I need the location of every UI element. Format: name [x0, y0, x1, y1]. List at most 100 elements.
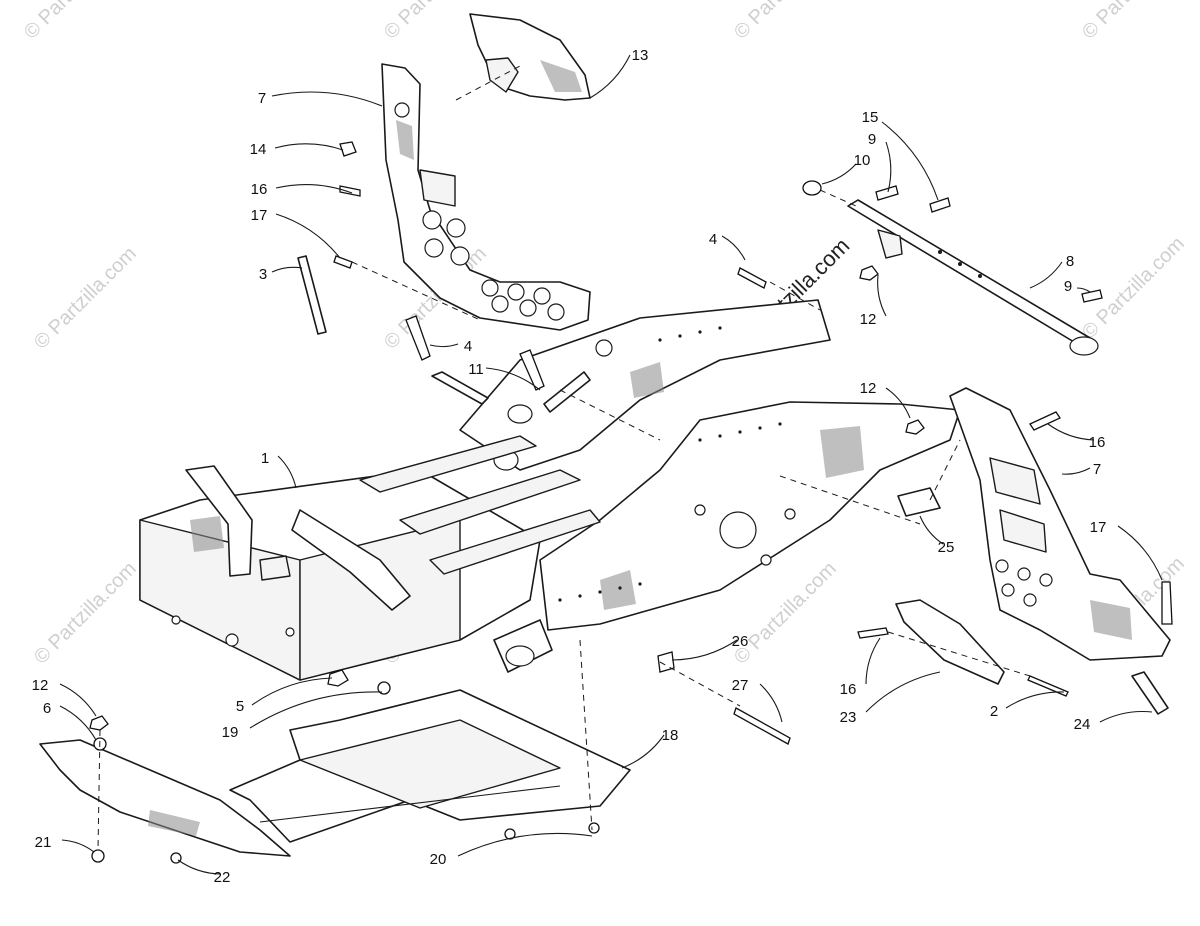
callout-label-4: 4	[464, 338, 472, 355]
watermark: © Partzilla.com	[730, 0, 841, 44]
callout-label-9: 9	[1064, 278, 1072, 295]
part-20-screw	[504, 828, 516, 840]
part-9-screw	[1081, 289, 1103, 303]
part-17-rivet	[1161, 581, 1173, 625]
watermark: © Partzilla.com	[20, 0, 131, 44]
fasteners-top-right	[802, 180, 1103, 303]
part-20-screw	[588, 822, 600, 834]
callout-label-21: 21	[35, 834, 52, 851]
callout-label-26: 26	[732, 633, 749, 650]
part-5-nut	[327, 669, 349, 687]
callout-label-16: 16	[251, 181, 268, 198]
part-16-rivet	[1029, 411, 1061, 431]
part-7-left-support	[381, 63, 591, 331]
callout-leader-15	[881, 121, 939, 201]
callout-leader-23	[865, 671, 941, 713]
callout-label-18: 18	[662, 727, 679, 744]
callout-label-6: 6	[43, 700, 51, 717]
part-16-rivet	[857, 627, 889, 639]
part-7-right-support	[949, 387, 1171, 661]
callout-leader-16	[1047, 423, 1095, 441]
callout-label-16: 16	[840, 681, 857, 698]
assembly-lines	[97, 65, 1031, 851]
part-9-screw	[875, 185, 899, 201]
callout-label-22: 22	[214, 869, 231, 886]
callout-label-17: 17	[251, 207, 268, 224]
part-4-rivet	[737, 267, 767, 289]
part-13-console	[469, 13, 591, 101]
callout-leader-13	[589, 54, 631, 99]
callout-leader-20	[457, 832, 593, 857]
callout-leader-16	[275, 184, 353, 194]
callout-leader-3	[271, 266, 303, 273]
watermark: © Partzilla.com	[30, 243, 141, 354]
callout-label-19: 19	[222, 724, 239, 741]
callout-leader-11	[485, 367, 541, 391]
callout-label-12: 12	[860, 311, 877, 328]
callout-leader-4	[721, 235, 746, 261]
part-24-plate	[1131, 671, 1169, 715]
callout-leader-4	[429, 343, 459, 348]
callout-leader-22	[177, 859, 221, 875]
part-23-bracket	[895, 599, 1005, 685]
part-1-chassis	[139, 299, 961, 681]
callout-leader-12	[885, 387, 911, 419]
part-17-rivet	[333, 255, 353, 269]
part-12-nut	[89, 715, 109, 731]
callout-label-2: 2	[990, 703, 998, 720]
callout-leader-9	[885, 141, 892, 193]
part-4-rivet	[405, 315, 431, 361]
watermark: © Partzilla.com	[1078, 0, 1189, 44]
part-25-clip	[897, 487, 941, 517]
callout-label-23: 23	[840, 709, 857, 726]
callout-leader-10	[821, 163, 857, 185]
callout-label-27: 27	[732, 677, 749, 694]
callout-leader-1	[277, 455, 297, 489]
callout-label-5: 5	[236, 698, 244, 715]
callout-label-13: 13	[632, 47, 649, 64]
part-12-nut	[905, 419, 925, 435]
part-3-rod	[297, 255, 327, 335]
callout-leader-17	[1117, 525, 1163, 581]
callout-leader-25	[919, 515, 944, 545]
part-18-belly-pan	[229, 689, 631, 843]
part-2-pin	[1027, 675, 1069, 697]
part-15-screw	[929, 197, 951, 213]
callout-leader-24	[1099, 710, 1153, 723]
callout-label-17: 17	[1090, 519, 1107, 536]
callout-label-12: 12	[32, 677, 49, 694]
callout-label-12: 12	[860, 380, 877, 397]
callout-leader-17	[275, 213, 341, 259]
watermark: © Partzilla.com	[1078, 233, 1189, 344]
watermark: © Partzilla.com	[30, 558, 141, 669]
callout-leader-21	[61, 839, 95, 853]
part-10-cap	[802, 180, 822, 196]
callout-label-7: 7	[1093, 461, 1101, 478]
part-19-washer	[377, 681, 391, 695]
part-22-front-skid	[39, 739, 291, 857]
callout-label-25: 25	[938, 539, 955, 556]
callout-leader-12	[877, 274, 887, 317]
callout-label-9: 9	[868, 131, 876, 148]
callout-label-3: 3	[259, 266, 267, 283]
callout-label-8: 8	[1066, 253, 1074, 270]
watermark: © Partzilla.com	[730, 558, 841, 669]
callout-label-15: 15	[862, 109, 879, 126]
callout-leader-7	[271, 91, 383, 107]
part-11-brackets	[431, 371, 591, 413]
callout-leader-7	[1061, 467, 1091, 475]
part-16-rivet	[339, 185, 361, 197]
callout-leader-27	[759, 683, 783, 723]
callout-leader-14	[274, 143, 344, 151]
callout-leader-6	[59, 705, 97, 741]
callout-leader-9	[1076, 287, 1091, 293]
callout-leader-12	[59, 683, 97, 717]
callout-label-7: 7	[258, 90, 266, 107]
part-4-rivet	[519, 349, 545, 391]
part-8-steering-post	[847, 199, 1099, 356]
callout-leader-5	[251, 677, 333, 706]
part-27-rivet	[733, 707, 791, 745]
callout-leader-8	[1029, 261, 1063, 289]
part-14-bolt	[339, 141, 357, 157]
